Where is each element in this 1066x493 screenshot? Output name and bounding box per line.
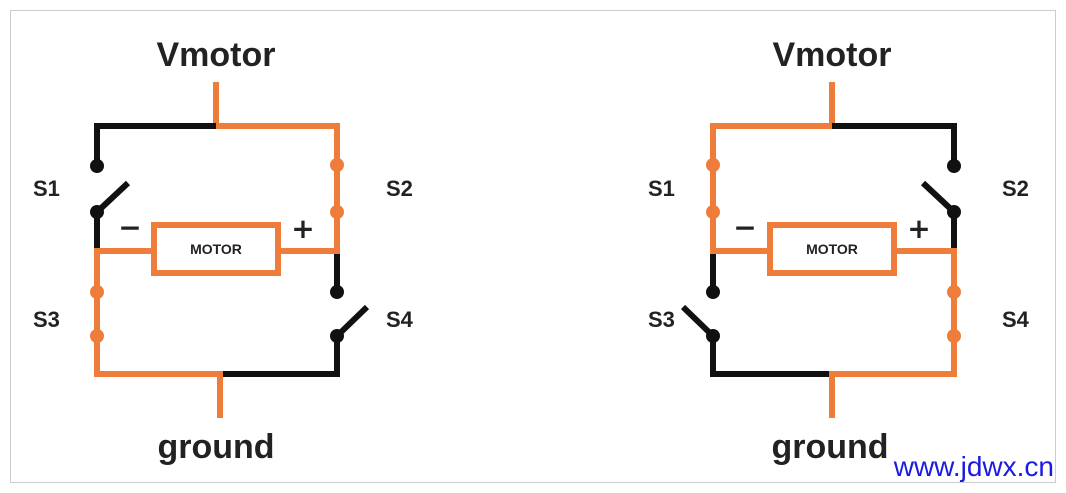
left-s3-contact-bottom [90, 329, 104, 343]
right-ground-label: ground [771, 428, 888, 466]
left-motor-plus: + [291, 212, 314, 245]
right-s3-label: S3 [648, 307, 675, 332]
right-motor-box [767, 222, 897, 276]
right-s2-label: S2 [1002, 176, 1029, 201]
left-s2-contact-bottom [330, 205, 344, 219]
right-h-bridge: Vmotor ground S1 S2 S3 S4 MOTOR − + [648, 36, 1030, 466]
left-s4-contact-top [330, 285, 344, 299]
right-motor-plus: + [907, 212, 930, 245]
right-s1-label: S1 [648, 176, 675, 201]
left-h-bridge: Vmotor ground S1 S2 S3 S4 MOTOR − + [33, 36, 414, 466]
watermark-text: www.jdwx.cn [893, 451, 1054, 482]
left-s1-blade [94, 180, 131, 215]
left-s4-label: S4 [386, 307, 414, 332]
left-ground-label: ground [157, 428, 274, 466]
left-motor-label: MOTOR [190, 241, 242, 257]
right-s1-contact-bottom [706, 205, 720, 219]
right-motor-minus: − [733, 211, 756, 244]
left-s3-contact-top [90, 285, 104, 299]
left-motor-box [151, 222, 281, 276]
left-s1-contact-top [90, 159, 104, 173]
right-s4-label: S4 [1002, 307, 1030, 332]
left-s1-label: S1 [33, 176, 60, 201]
right-motor-label: MOTOR [806, 241, 858, 257]
right-s2-blade [920, 180, 957, 215]
left-s2-contact-top [330, 158, 344, 172]
left-s2-label: S2 [386, 176, 413, 201]
right-s3-contact-top [706, 285, 720, 299]
left-supply-label: Vmotor [157, 36, 276, 74]
right-s4-contact-bottom [947, 329, 961, 343]
right-s1-contact-top [706, 158, 720, 172]
left-s3-label: S3 [33, 307, 60, 332]
right-supply-label: Vmotor [773, 36, 892, 74]
right-s4-contact-top [947, 285, 961, 299]
left-motor-minus: − [118, 211, 141, 244]
right-s2-contact-top [947, 159, 961, 173]
